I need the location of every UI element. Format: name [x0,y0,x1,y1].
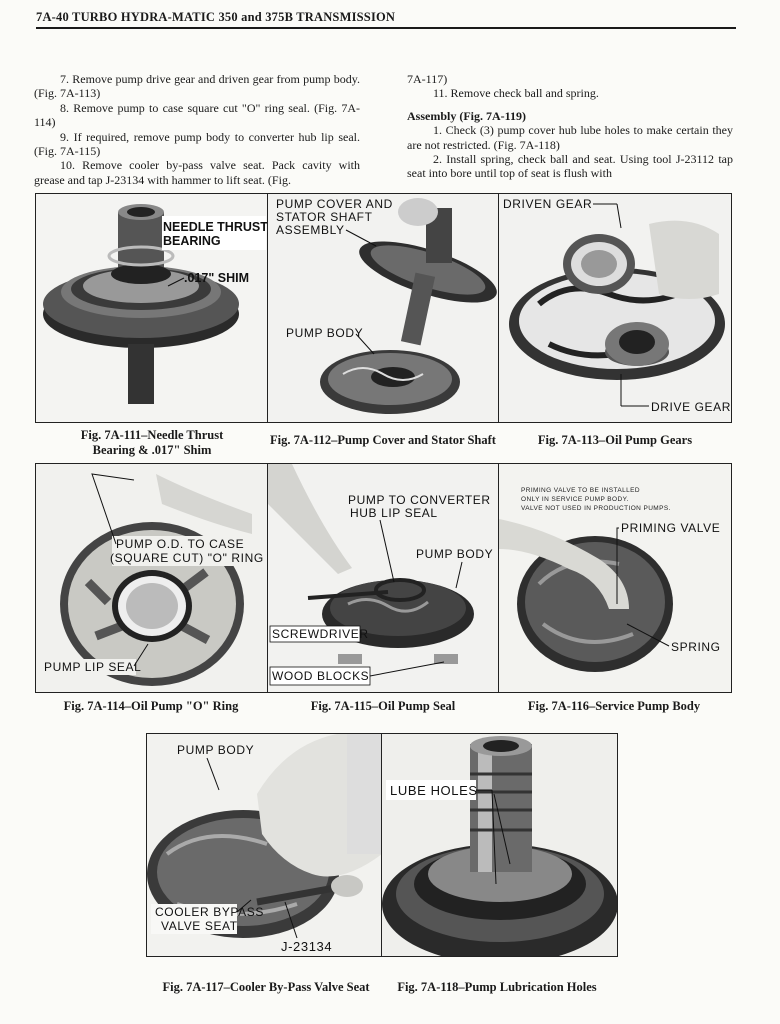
label-od-to-case: PUMP O.D. TO CASE [116,537,244,551]
oil-pump-gears-illustration: DRIVEN GEAR DRIVE GEAR [499,194,731,422]
pump-o-ring-illustration: PUMP O.D. TO CASE (SQUARE CUT) "O" RING … [36,464,268,692]
page-header: 7A-40 TURBO HYDRA-MATIC 350 and 375B TRA… [36,10,396,24]
caption-7a-114: Fig. 7A-114–Oil Pump "O" Ring [63,699,239,713]
left-text-column: 7. Remove pump drive gear and driven gea… [34,72,360,187]
label-priming-valve: PRIMING VALVE [621,521,720,535]
note-service-only: ONLY IN SERVICE PUMP BODY. [521,496,629,503]
label-assembly: ASSEMBLY [276,223,345,237]
label-pump-lip-seal: PUMP LIP SEAL [44,660,141,674]
label-valve-seat: VALVE SEAT [161,919,238,933]
pump-cover-illustration: PUMP COVER AND STATOR SHAFT ASSEMBLY PUM… [268,194,499,422]
label-pump-body-117: PUMP BODY [177,743,254,757]
label-hub-lip-seal: HUB LIP SEAL [350,506,438,520]
label-pump-cover: PUMP COVER AND [276,197,393,211]
label-wood-blocks: WOOD BLOCKS [272,669,369,683]
label-square-cut-ring: (SQUARE CUT) "O" RING [110,551,264,565]
label-pump-body: PUMP BODY [286,326,363,340]
label-pump-body-115: PUMP BODY [416,547,493,561]
note-priming-valve: PRIMING VALVE TO BE INSTALLED [521,487,640,494]
figure-7a-113: DRIVEN GEAR DRIVE GEAR [498,193,732,423]
service-pump-body-illustration: PRIMING VALVE TO BE INSTALLED ONLY IN SE… [499,464,731,692]
step-11: 11. Remove check ball and spring. [433,86,599,101]
step-9: 9. If required, remove pump body to conv… [34,129,360,159]
label-drive-gear: DRIVE GEAR [651,400,731,414]
assembly-heading: Assembly (Fig. 7A-119) [407,108,526,123]
right-text-column: 7A-117) 11. Remove check ball and spring… [407,72,733,181]
figure-7a-112: PUMP COVER AND STATOR SHAFT ASSEMBLY PUM… [267,193,500,423]
header-rule [36,27,736,29]
label-driven-gear: DRIVEN GEAR [503,197,592,211]
figure-7a-115: PUMP TO CONVERTER HUB LIP SEAL PUMP BODY… [267,463,500,693]
caption-7a-117: Fig. 7A-117–Cooler By-Pass Valve Seat [162,980,370,994]
figure-7a-111: NEEDLE THRUST BEARING .017" SHIM [35,193,269,423]
assembly-step-2: 2. Install spring, check ball and seat. … [407,152,733,181]
caption-7a-112: Fig. 7A-112–Pump Cover and Stator Shaft [270,433,496,447]
label-cooler-bypass: COOLER BYPASS [155,905,264,919]
assembly-step-1: 1. Check (3) pump cover hub lube holes t… [407,123,733,152]
lube-holes-illustration: LUBE HOLES [382,734,617,956]
cooler-bypass-illustration: PUMP BODY COOLER BYPASS VALVE SEAT J-231… [147,734,382,956]
caption-7a-116: Fig. 7A-116–Service Pump Body [527,699,701,713]
label-converter-hub: PUMP TO CONVERTER [348,493,491,507]
fig-ref-continued: 7A-117) [407,72,448,86]
pump-seal-illustration: PUMP TO CONVERTER HUB LIP SEAL PUMP BODY… [268,464,499,692]
label-shim: .017" SHIM [184,271,249,285]
step-8: 8. Remove pump to case square cut "O" ri… [34,100,360,130]
figure-7a-114: PUMP O.D. TO CASE (SQUARE CUT) "O" RING … [35,463,269,693]
label-tool-j23134: J-23134 [281,939,332,954]
figure-7a-117: PUMP BODY COOLER BYPASS VALVE SEAT J-231… [146,733,383,957]
caption-7a-113: Fig. 7A-113–Oil Pump Gears [537,433,693,447]
caption-7a-118: Fig. 7A-118–Pump Lubrication Holes [397,980,597,994]
step-7: 7. Remove pump drive gear and driven gea… [34,72,360,101]
figure-7a-116: PRIMING VALVE TO BE INSTALLED ONLY IN SE… [498,463,732,693]
label-spring: SPRING [671,640,721,654]
label-stator-shaft: STATOR SHAFT [276,210,373,224]
figure-7a-118: LUBE HOLES [381,733,618,957]
label-bearing: BEARING [163,234,221,248]
note-not-production: VALVE NOT USED IN PRODUCTION PUMPS. [521,505,671,512]
label-lube-holes: LUBE HOLES [390,783,478,798]
needle-bearing-illustration: NEEDLE THRUST BEARING .017" SHIM [36,194,268,422]
label-screwdriver: SCREWDRIVER [272,627,369,641]
caption-7a-115: Fig. 7A-115–Oil Pump Seal [310,699,456,713]
caption-7a-111: Fig. 7A-111–Needle Thrust Bearing & .017… [80,428,224,457]
step-10: 10. Remove cooler by-pass valve seat. Pa… [34,158,360,187]
label-needle-thrust: NEEDLE THRUST [163,220,268,234]
